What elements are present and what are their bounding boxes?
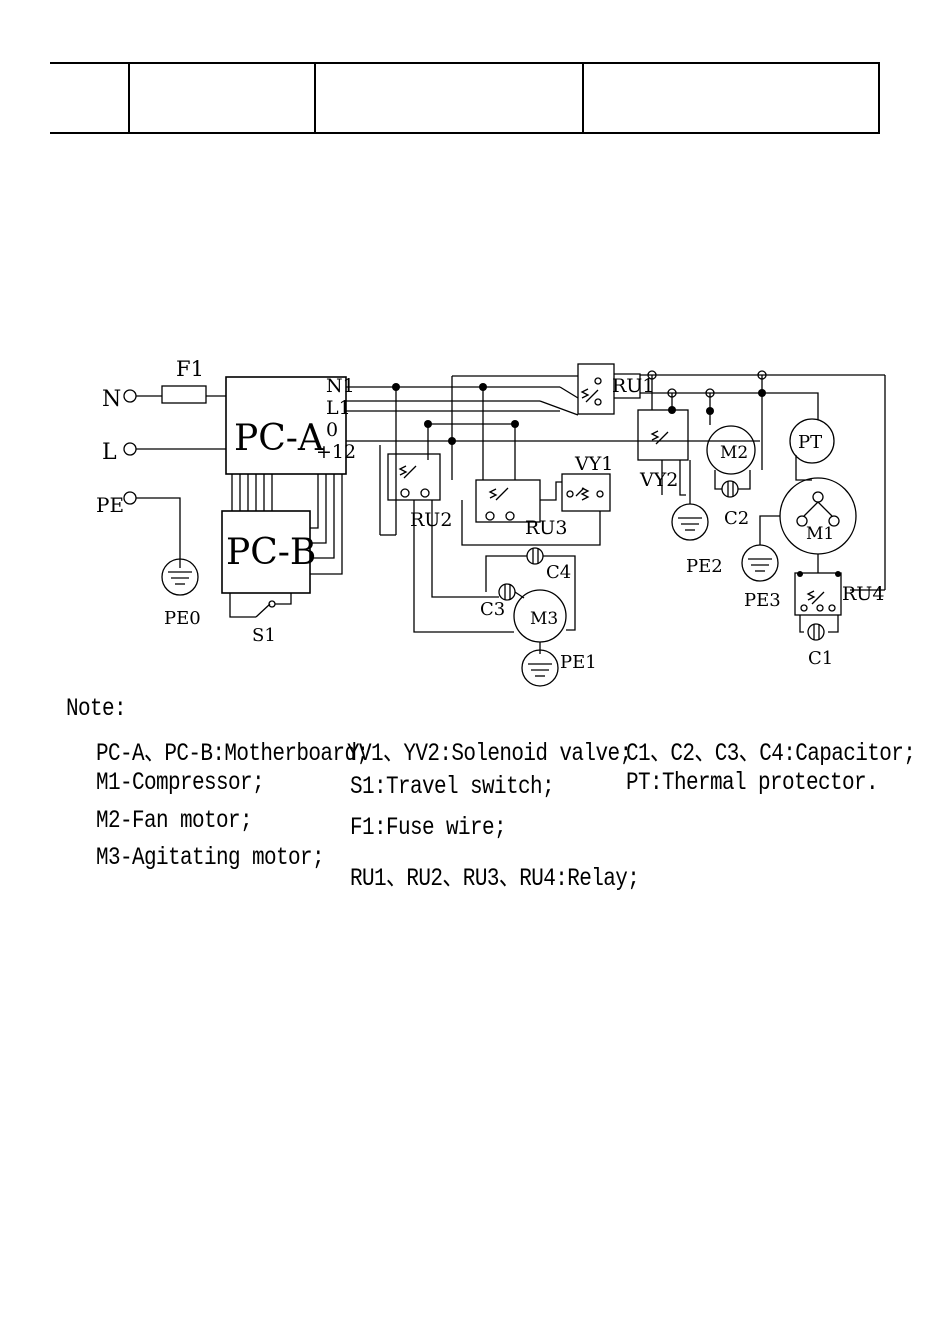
note-col2-3: RU1、RU2、RU3、RU4:Relay; <box>350 866 640 894</box>
label-c2: C2 <box>724 508 749 529</box>
label-fuse: F1 <box>176 357 204 381</box>
capacitor-c2 <box>721 480 739 498</box>
label-pc-b: PC-B <box>226 532 316 573</box>
note-col3-1: PT:Thermal protector. <box>626 770 879 798</box>
label-m3: M3 <box>530 609 558 629</box>
note-col1-2: M2-Fan motor; <box>96 808 253 836</box>
relay-ru3 <box>475 479 541 523</box>
label-n: N <box>102 387 121 412</box>
note-col2-2: F1:Fuse wire; <box>350 815 507 843</box>
board-pc-b <box>221 510 311 594</box>
header-row <box>50 62 880 134</box>
valve-vy2 <box>637 409 689 461</box>
ground-pe0 <box>161 558 199 596</box>
capacitor-c4 <box>526 547 544 565</box>
relay-ru1 <box>577 363 615 415</box>
label-vy1: VY1 <box>574 453 613 475</box>
relay-ru4 <box>794 572 842 616</box>
label-pc-a: PC-A <box>234 418 325 459</box>
capacitor-c3 <box>498 583 516 601</box>
note-col3-0: C1、C2、C3、C4:Capacitor; <box>626 741 916 769</box>
valve-vy1 <box>561 473 611 512</box>
capacitor-c1 <box>807 623 825 641</box>
label-c4: C4 <box>546 562 571 583</box>
pin-n1: N1 <box>326 375 355 397</box>
label-pe2: PE2 <box>686 556 723 577</box>
header-cell-3 <box>314 62 584 134</box>
label-pe: PE <box>96 493 124 517</box>
note-col1-3: M3-Agitating motor; <box>96 845 325 873</box>
label-m2: M2 <box>720 443 748 463</box>
pin-12: +12 <box>316 441 356 463</box>
ground-pe1 <box>521 649 559 687</box>
thermal-protector <box>789 418 835 464</box>
label-ru3: RU3 <box>525 517 567 539</box>
fuse-f1 <box>161 385 207 404</box>
header-table <box>50 62 880 134</box>
note-col1-1: M1-Compressor; <box>96 770 265 798</box>
label-l: L <box>102 440 117 465</box>
ground-pe2 <box>671 503 709 541</box>
note-col2-1: S1:Travel switch; <box>350 774 555 802</box>
header-cell-4 <box>582 62 880 134</box>
header-cell-2 <box>128 62 316 134</box>
terminal-pe <box>123 491 137 505</box>
header-cell-1 <box>50 62 130 134</box>
label-s1: S1 <box>252 625 276 646</box>
label-pt: PT <box>798 432 822 453</box>
terminal-n <box>123 389 137 403</box>
wiring-diagram: N L PE F1 PC-A PC-B N1 L1 0 +12 PE0 S1 R… <box>96 357 886 687</box>
label-ru1: RU1 <box>612 375 654 397</box>
label-pe1: PE1 <box>560 652 597 673</box>
note-col2-0: YV1、YV2:Solenoid valve; <box>347 741 632 769</box>
motor-m2 <box>706 425 756 475</box>
note-col1-0: PC-A、PC-B:Motherboard; <box>96 741 369 769</box>
terminal-l <box>123 442 137 456</box>
label-ru4: RU4 <box>842 583 884 605</box>
label-ru2: RU2 <box>410 509 452 531</box>
label-vy2: VY2 <box>639 469 678 491</box>
label-pe0: PE0 <box>164 608 201 629</box>
label-pe3: PE3 <box>744 590 781 611</box>
label-m1: M1 <box>806 524 834 544</box>
pin-l1: L1 <box>326 397 351 419</box>
label-c1: C1 <box>808 648 833 669</box>
ground-pe3 <box>741 544 779 582</box>
notes-title: Note: <box>66 696 127 724</box>
board-pc-a <box>225 376 347 475</box>
pin-0: 0 <box>326 419 338 441</box>
label-c3: C3 <box>480 599 505 620</box>
